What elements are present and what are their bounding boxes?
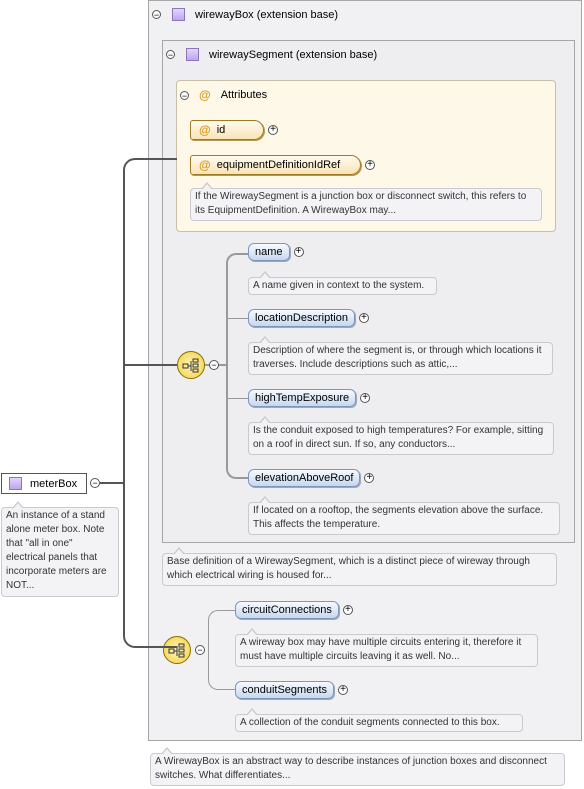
element-box[interactable]: elevationAboveRoof [248, 469, 361, 487]
sequence-glyph-icon [168, 643, 185, 658]
expand-icon[interactable]: + [365, 160, 375, 170]
segment-sequence-vline [226, 253, 248, 479]
element-description: Is the conduit exposed to high temperatu… [248, 416, 554, 455]
element-description: If located on a rooftop, the segments el… [248, 496, 560, 535]
sequence-compositor-icon[interactable] [177, 351, 205, 379]
expand-icon[interactable]: + [358, 313, 369, 323]
element-location-description[interactable]: locationDescription + [248, 309, 369, 327]
attributes-title: Attributes [220, 89, 268, 101]
attribute-equipment-box[interactable]: @ equipmentDefinitionIdRef [190, 155, 361, 175]
wireway-box-title: wirewayBox (extension base) [195, 8, 339, 21]
collapse-toggle-icon[interactable]: − [180, 90, 189, 101]
expand-icon[interactable]: + [268, 125, 278, 135]
expand-icon[interactable]: + [293, 247, 304, 257]
element-high-temp-exposure[interactable]: highTempExposure + [248, 389, 371, 407]
attributes-header[interactable]: − @ Attributes [180, 88, 267, 102]
element-conduit-segments[interactable]: conduitSegments + [235, 681, 348, 699]
meter-box-collapse-icon[interactable]: − [90, 478, 100, 488]
element-icon [9, 477, 22, 490]
meter-box-description: An instance of a stand alone meter box. … [1, 501, 119, 597]
attribute-at-icon: @ [199, 123, 211, 137]
element-description: A wireway box may have multiple circuits… [235, 628, 538, 667]
element-box[interactable]: highTempExposure [248, 389, 357, 407]
attribute-label: equipmentDefinitionIdRef [216, 159, 341, 171]
box-sequence-bracket [208, 610, 236, 690]
element-box[interactable]: circuitConnections [235, 601, 339, 619]
wireway-box-description: A WirewayBox is an abstract way to descr… [150, 747, 565, 786]
expand-icon[interactable]: + [364, 473, 375, 483]
attribute-id-box[interactable]: @ id [190, 120, 264, 140]
root-connector-mid [123, 364, 177, 366]
element-icon [172, 8, 185, 21]
collapse-toggle-icon[interactable]: − [166, 50, 175, 60]
element-circuit-connections[interactable]: circuitConnections + [235, 601, 353, 619]
element-box[interactable]: name [248, 243, 290, 261]
meter-box-element[interactable]: meterBox [1, 473, 87, 494]
attribute-at-icon: @ [199, 158, 211, 172]
sequence-collapse-icon[interactable]: − [209, 360, 219, 370]
sequence-collapse-icon[interactable]: − [195, 645, 205, 655]
element-icon [186, 48, 199, 61]
meter-box-label: meterBox [30, 477, 78, 490]
attribute-id[interactable]: @ id + [190, 120, 278, 140]
attribute-at-icon: @ [199, 88, 211, 102]
attribute-equipment-definition-id-ref[interactable]: @ equipmentDefinitionIdRef + [190, 155, 375, 175]
root-connector-bracket [123, 158, 177, 648]
expand-icon[interactable]: + [338, 685, 348, 695]
attribute-description: If the WirewaySegment is a junction box … [190, 182, 542, 221]
element-elevation-above-roof[interactable]: elevationAboveRoof + [248, 469, 375, 487]
element-name[interactable]: name + [248, 243, 304, 261]
expand-icon[interactable]: + [342, 605, 353, 615]
element-box[interactable]: conduitSegments [235, 681, 334, 699]
element-description: Description of where the segment is, or … [248, 336, 553, 375]
wireway-box-header[interactable]: − wirewayBox (extension base) [152, 8, 338, 21]
sequence-glyph-icon [182, 358, 199, 373]
root-connector-main [100, 482, 125, 484]
element-description: A name given in context to the system. [248, 271, 437, 295]
element-description: A collection of the conduit segments con… [235, 708, 523, 732]
attribute-label: id [216, 124, 226, 136]
wireway-segment-header[interactable]: − wirewaySegment (extension base) [166, 48, 377, 61]
element-box[interactable]: locationDescription [248, 309, 355, 327]
seq-branch-3 [226, 398, 248, 399]
expand-icon[interactable]: + [360, 393, 371, 403]
collapse-toggle-icon[interactable]: − [152, 10, 161, 20]
wireway-segment-description: Base definition of a WirewaySegment, whi… [162, 547, 557, 586]
wireway-segment-title: wirewaySegment (extension base) [209, 48, 378, 61]
seq-branch-2 [226, 318, 248, 319]
